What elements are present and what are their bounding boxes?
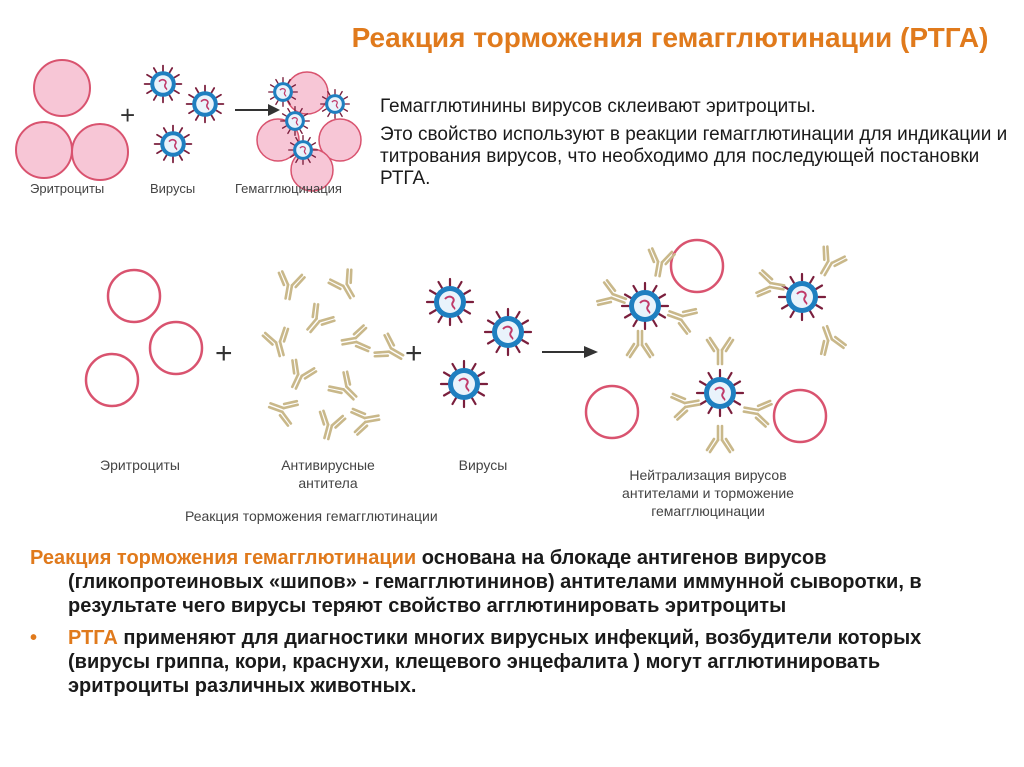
bottom-text: Реакция торможения гемагглютинации основ… (30, 546, 1005, 698)
bottom-arrow (542, 346, 598, 358)
top-label-viruses: Вирусы (150, 181, 195, 196)
page-title: Реакция торможения гемагглютинации (РТГА… (351, 22, 989, 53)
bottom-neutralization-cluster (584, 238, 849, 454)
intro-line-1: Гемагглютинины вирусов склеивают эритроц… (380, 96, 816, 117)
bottom-label-result-line2: антителами и торможение (622, 485, 794, 501)
bottom-label-viruses: Вирусы (459, 457, 508, 473)
top-viruses (143, 64, 225, 164)
intro-text: Гемагглютинины вирусов склеивают эритроц… (380, 96, 1010, 196)
bottom-label-erythrocytes: Эритроциты (100, 457, 180, 473)
top-erythrocytes (15, 59, 129, 181)
bottom-label-antibodies-line1: Антивирусные (281, 457, 375, 473)
top-plus-sign: + (120, 100, 135, 130)
bottom-label-result-line3: гемагглюцинации (651, 503, 765, 519)
bottom-p1-rest: основана на блокаде антигенов вирусов (г… (68, 547, 922, 617)
top-label-erythrocytes: Эритроциты (30, 181, 104, 196)
bottom-paragraph-2: • РТГА применяют для диагностики многих в… (30, 626, 1005, 698)
bottom-p2-highlight: РТГА (68, 627, 118, 649)
top-label-result: Гемагглюцинация (235, 181, 342, 196)
intro-line-2: Это свойство используют в реакции гемагг… (380, 124, 1008, 189)
bottom-antibodies (261, 266, 410, 444)
bullet-icon: • (30, 627, 38, 649)
bottom-viruses (425, 277, 533, 409)
bottom-paragraph-1: Реакция торможения гемагглютинации основ… (30, 546, 1005, 618)
top-hemagglutination-cluster (256, 71, 362, 192)
bottom-plus-sign-1: + (215, 337, 233, 370)
bottom-figure-caption: Реакция торможения гемагглютинации (185, 508, 438, 524)
bottom-label-antibodies-line2: антитела (298, 475, 357, 491)
bottom-p1-highlight: Реакция торможения гемагглютинации (30, 547, 417, 569)
bottom-p2-rest: применяют для диагностики многих вирусны… (68, 627, 922, 697)
top-arrow (235, 104, 280, 116)
bottom-plus-sign-2: + (405, 337, 423, 370)
bottom-erythrocytes (84, 268, 204, 408)
bottom-label-result-line1: Нейтрализация вирусов (629, 467, 786, 483)
